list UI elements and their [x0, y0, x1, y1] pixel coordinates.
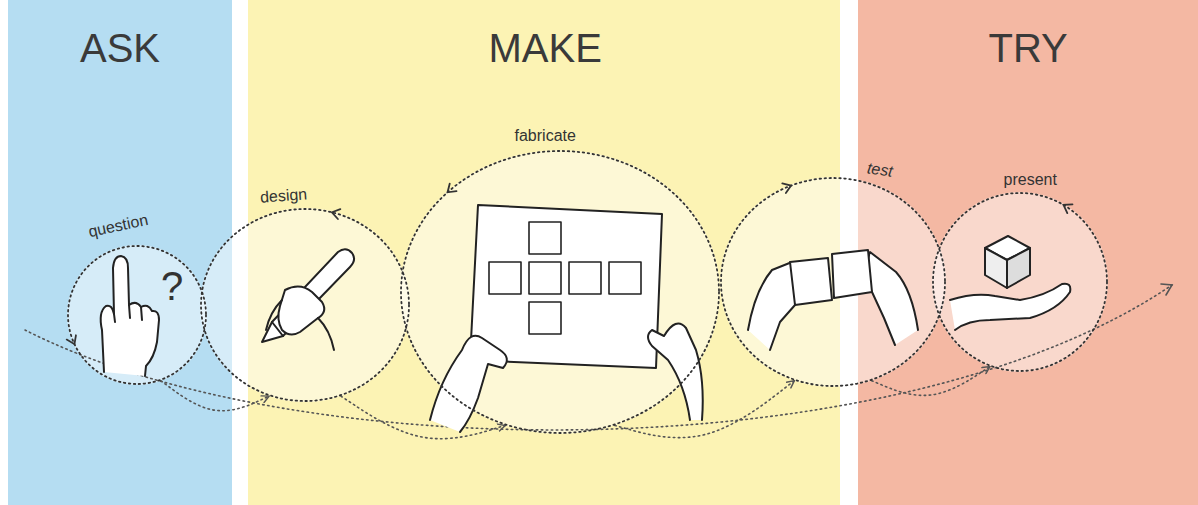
band-title: TRY — [989, 25, 1068, 71]
circle-fill — [932, 192, 1108, 372]
cycle-outline — [401, 151, 719, 433]
step-circle: design — [200, 208, 410, 402]
puzzle-piece — [529, 222, 561, 254]
cycle-outline — [933, 193, 1107, 371]
flow-arc-head — [1161, 284, 1172, 295]
circle-fills — [67, 150, 1108, 434]
circle-outline — [720, 177, 946, 387]
step-circle: test — [720, 177, 946, 387]
drawing-hand — [278, 286, 324, 334]
cut-sheet — [470, 205, 662, 368]
step-label: fabricate — [515, 127, 576, 145]
testing-hand — [748, 262, 797, 350]
puzzle-piece — [489, 262, 521, 294]
cycle-outline — [721, 178, 945, 386]
cycle-arrow-head — [332, 209, 340, 219]
flow-connector — [341, 396, 505, 439]
flow-connector — [615, 381, 795, 438]
puzzle-piece — [529, 302, 561, 334]
step-circle: fabricate — [400, 150, 720, 434]
cube-face — [1007, 248, 1030, 288]
flow-connector — [161, 381, 269, 411]
holding-hand — [648, 324, 703, 421]
circle-fill — [400, 150, 720, 434]
puzzle-piece — [609, 262, 641, 294]
test-block — [790, 258, 832, 305]
step-label: test — [866, 159, 894, 181]
circle-outline — [932, 192, 1108, 372]
question-mark: ? — [161, 263, 183, 309]
circle-outline — [67, 245, 207, 385]
raised-hand — [101, 256, 159, 376]
cube-face — [985, 248, 1007, 288]
step-label: design — [259, 185, 307, 207]
circle-fill — [200, 208, 410, 402]
cycle-outline — [68, 246, 206, 384]
band-title: ASK — [80, 25, 160, 71]
pencil — [262, 249, 354, 342]
cycle-outline — [201, 209, 409, 401]
circle-fill — [720, 177, 946, 387]
circle-outline — [200, 208, 410, 402]
hand-drawings — [101, 205, 1071, 432]
puzzle-pieces — [489, 222, 641, 334]
drawing-hand-line — [266, 300, 334, 350]
phase-band: ASK question? — [8, 0, 232, 505]
step-label: question — [86, 211, 149, 242]
band-title: MAKE — [489, 25, 602, 71]
cycle-arrow-head — [782, 183, 791, 193]
step-circle: present — [932, 192, 1108, 372]
puzzle-piece — [569, 262, 601, 294]
presenting-hand — [950, 284, 1070, 330]
test-block — [832, 250, 872, 298]
holding-hand — [430, 336, 507, 432]
step-label: present — [1004, 171, 1057, 189]
step-circle: question? — [67, 245, 207, 385]
puzzle-piece — [529, 262, 561, 294]
circle-fill — [67, 245, 207, 385]
hand-crease — [114, 305, 142, 322]
testing-hand — [866, 252, 918, 345]
circle-outline — [400, 150, 720, 434]
